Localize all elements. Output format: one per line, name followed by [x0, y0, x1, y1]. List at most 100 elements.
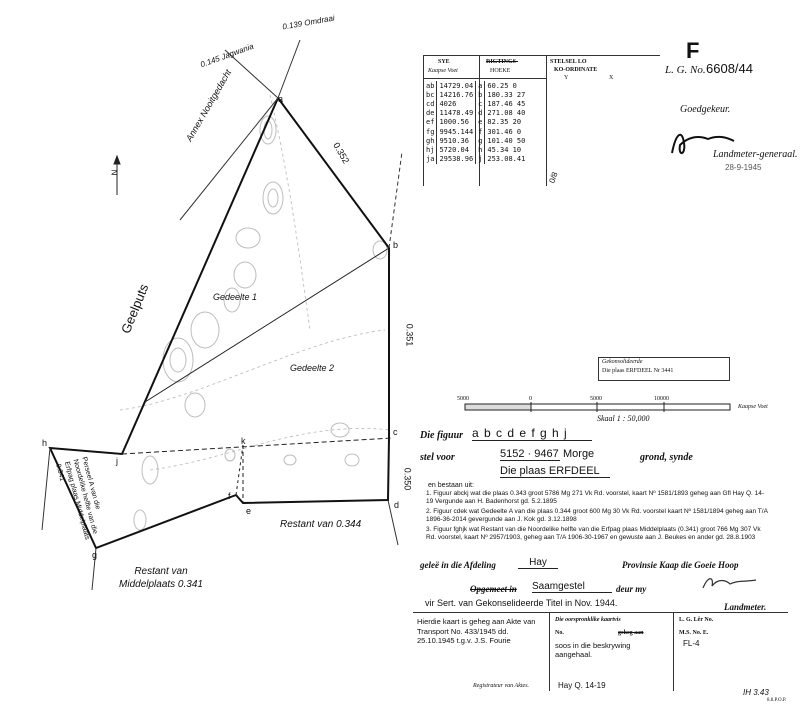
bearing-cell-pt: d — [475, 108, 485, 118]
lg-no-label: L. G. No. — [665, 64, 706, 76]
handwritten-note: 0/8 — [547, 170, 560, 185]
approval-date: 28-9-1945 — [725, 163, 762, 172]
label-edge-351: 0.351 — [404, 323, 415, 347]
description-item-2: 2. Figuur cdek wat Gedeelte A van die pl… — [426, 508, 768, 523]
point-h: h — [42, 438, 48, 448]
bearing-cell-pt: f — [475, 126, 485, 137]
bearing-cell-side: fg — [426, 127, 435, 136]
bestaan-uit: en bestaan uit: — [428, 482, 474, 489]
consolidation-stamp: Gekonsolideerde Die plaas ERFDEEL Nr 344… — [598, 357, 730, 381]
point-b: b — [393, 240, 399, 250]
bearing-cell-length: 29538.96 — [436, 154, 476, 164]
scale-tick-2: 5000 — [590, 396, 602, 402]
scale-bar — [464, 402, 731, 412]
bearing-cell-bearing: 301.46 0 — [484, 126, 528, 137]
lg-no-value: 6608/44 — [706, 61, 753, 76]
stel-voor-label: stel voor — [420, 452, 455, 463]
label-gedeelte-1: Gedeelte 1 — [213, 292, 258, 302]
bearing-cell-length: 11478.49 — [436, 108, 476, 118]
fl-ref: FL-4 — [683, 639, 700, 648]
point-g: g — [92, 550, 98, 560]
oorspronklike-label: Die oorspronklike kaartvis — [555, 617, 621, 623]
point-j: j — [116, 456, 118, 466]
bearings-table: SYE Kaapse Voet RIGTINGS- HOEKE STELSEL … — [423, 55, 660, 186]
geheg-aan-label: geheg aan — [618, 630, 644, 636]
bearing-cell-side: bc — [426, 90, 435, 99]
bearing-cell-pt: c — [475, 99, 485, 109]
bearing-cell-side: cd — [426, 99, 435, 108]
area-value: 5152 · 9467 — [500, 448, 560, 461]
north-arrow — [113, 154, 121, 195]
point-k: k — [241, 436, 246, 446]
bearing-cell-side: ef — [426, 118, 435, 127]
corner-ref: IH 3.43 — [743, 688, 769, 697]
point-c: c — [393, 427, 398, 437]
terrain-contours — [133, 115, 388, 531]
bearing-cell-side: gh — [426, 136, 435, 145]
bearing-cell-pt: b — [475, 90, 485, 100]
bearing-cell-bearing: 271.08 40 — [484, 108, 528, 118]
point-d: d — [394, 500, 400, 510]
bearing-cell-length: 1000.56 — [436, 117, 476, 127]
north-label: N — [110, 169, 120, 176]
label-edge-350: 0.350 — [402, 467, 413, 491]
f-mark: F — [686, 38, 700, 63]
stamp-title: Gekonsolideerde — [602, 359, 643, 365]
bearing-cell-bearing: 253.08.41 — [484, 154, 528, 164]
bearing-cell-length: 4026 — [436, 99, 476, 109]
die-figuur-label: Die figuur — [420, 430, 464, 441]
gelee-label: geleë in die Afdeling — [420, 560, 496, 570]
registrateur-label: Registrateur van Aktes. — [473, 683, 530, 689]
hierdie-kaart-text: Hierdie kaart is geheg aan Akte van Tran… — [417, 617, 536, 645]
stamp-line: Die plaas ERFDEEL Nr 3441 — [602, 368, 674, 374]
landmeter-signature — [700, 572, 760, 594]
no-label: No. — [555, 630, 564, 636]
bearing-cell-pt: a — [475, 81, 485, 91]
bearing-cell-bearing: 180.33 27 — [484, 90, 528, 100]
opgemeet-value: Saamgestel — [532, 581, 612, 593]
figure-letters: a b c d e f g h j — [472, 426, 592, 441]
soos-text: soos in die beskrywing aangehaal. — [555, 641, 631, 659]
bearing-cell-pt: e — [475, 117, 485, 127]
provinsie-label: Provinsie Kaap die Goeie Hoop — [622, 560, 739, 570]
bearing-cell-pt: g — [475, 136, 485, 146]
bearing-cell-pt: j — [475, 154, 485, 164]
point-f: f — [228, 491, 231, 501]
scale-unit: Kaapse Voet — [738, 404, 768, 410]
label-restant-middelplaats: Restant van Middelplaats 0.341 — [119, 566, 203, 590]
scale-label: Skaal 1 : 50,000 — [597, 414, 650, 423]
bearing-cell-side: hj — [426, 145, 435, 154]
col-bearings-title: RIGTINGS- — [486, 59, 519, 65]
bearing-cell-side: ja — [426, 155, 435, 164]
approval-label: Goedgekeur. — [680, 104, 731, 115]
hay-ref: Hay Q. 14-19 — [558, 681, 606, 690]
bearing-cell-side: de — [426, 109, 435, 118]
col-bearings-subtitle: HOEKE — [490, 68, 511, 74]
col-sides-subtitle: Kaapse Voet — [428, 68, 458, 74]
property-boundary — [48, 97, 390, 550]
landmeter-generaal-label: Landmeter-generaal. — [713, 149, 798, 160]
afdeling-value: Hay — [518, 557, 558, 569]
footer-boxes: Hierdie kaart is geheg aan Akte van Tran… — [413, 612, 788, 703]
description-item-1: 1. Figuur abckj wat die plaas 0.343 groo… — [426, 490, 765, 505]
bearing-cell-pt: h — [475, 145, 485, 155]
col-coord-x: X — [609, 75, 614, 81]
bearing-cell-bearing: 82.35 20 — [484, 117, 528, 127]
point-e: e — [246, 506, 252, 516]
opgemeet-label: Opgemeet in — [470, 584, 517, 594]
deur-my-label: deur my — [616, 584, 647, 594]
grond-label: grond, synde — [640, 452, 693, 463]
bearing-cell-bearing: 60.25 0 — [484, 81, 528, 91]
vir-sert-line: vir Sert. van Gekonselideerde Titel in N… — [425, 598, 618, 608]
ms-no-label: M.S. No. E. — [679, 630, 709, 636]
bearing-cell-bearing: 101.40 50 — [484, 136, 528, 146]
